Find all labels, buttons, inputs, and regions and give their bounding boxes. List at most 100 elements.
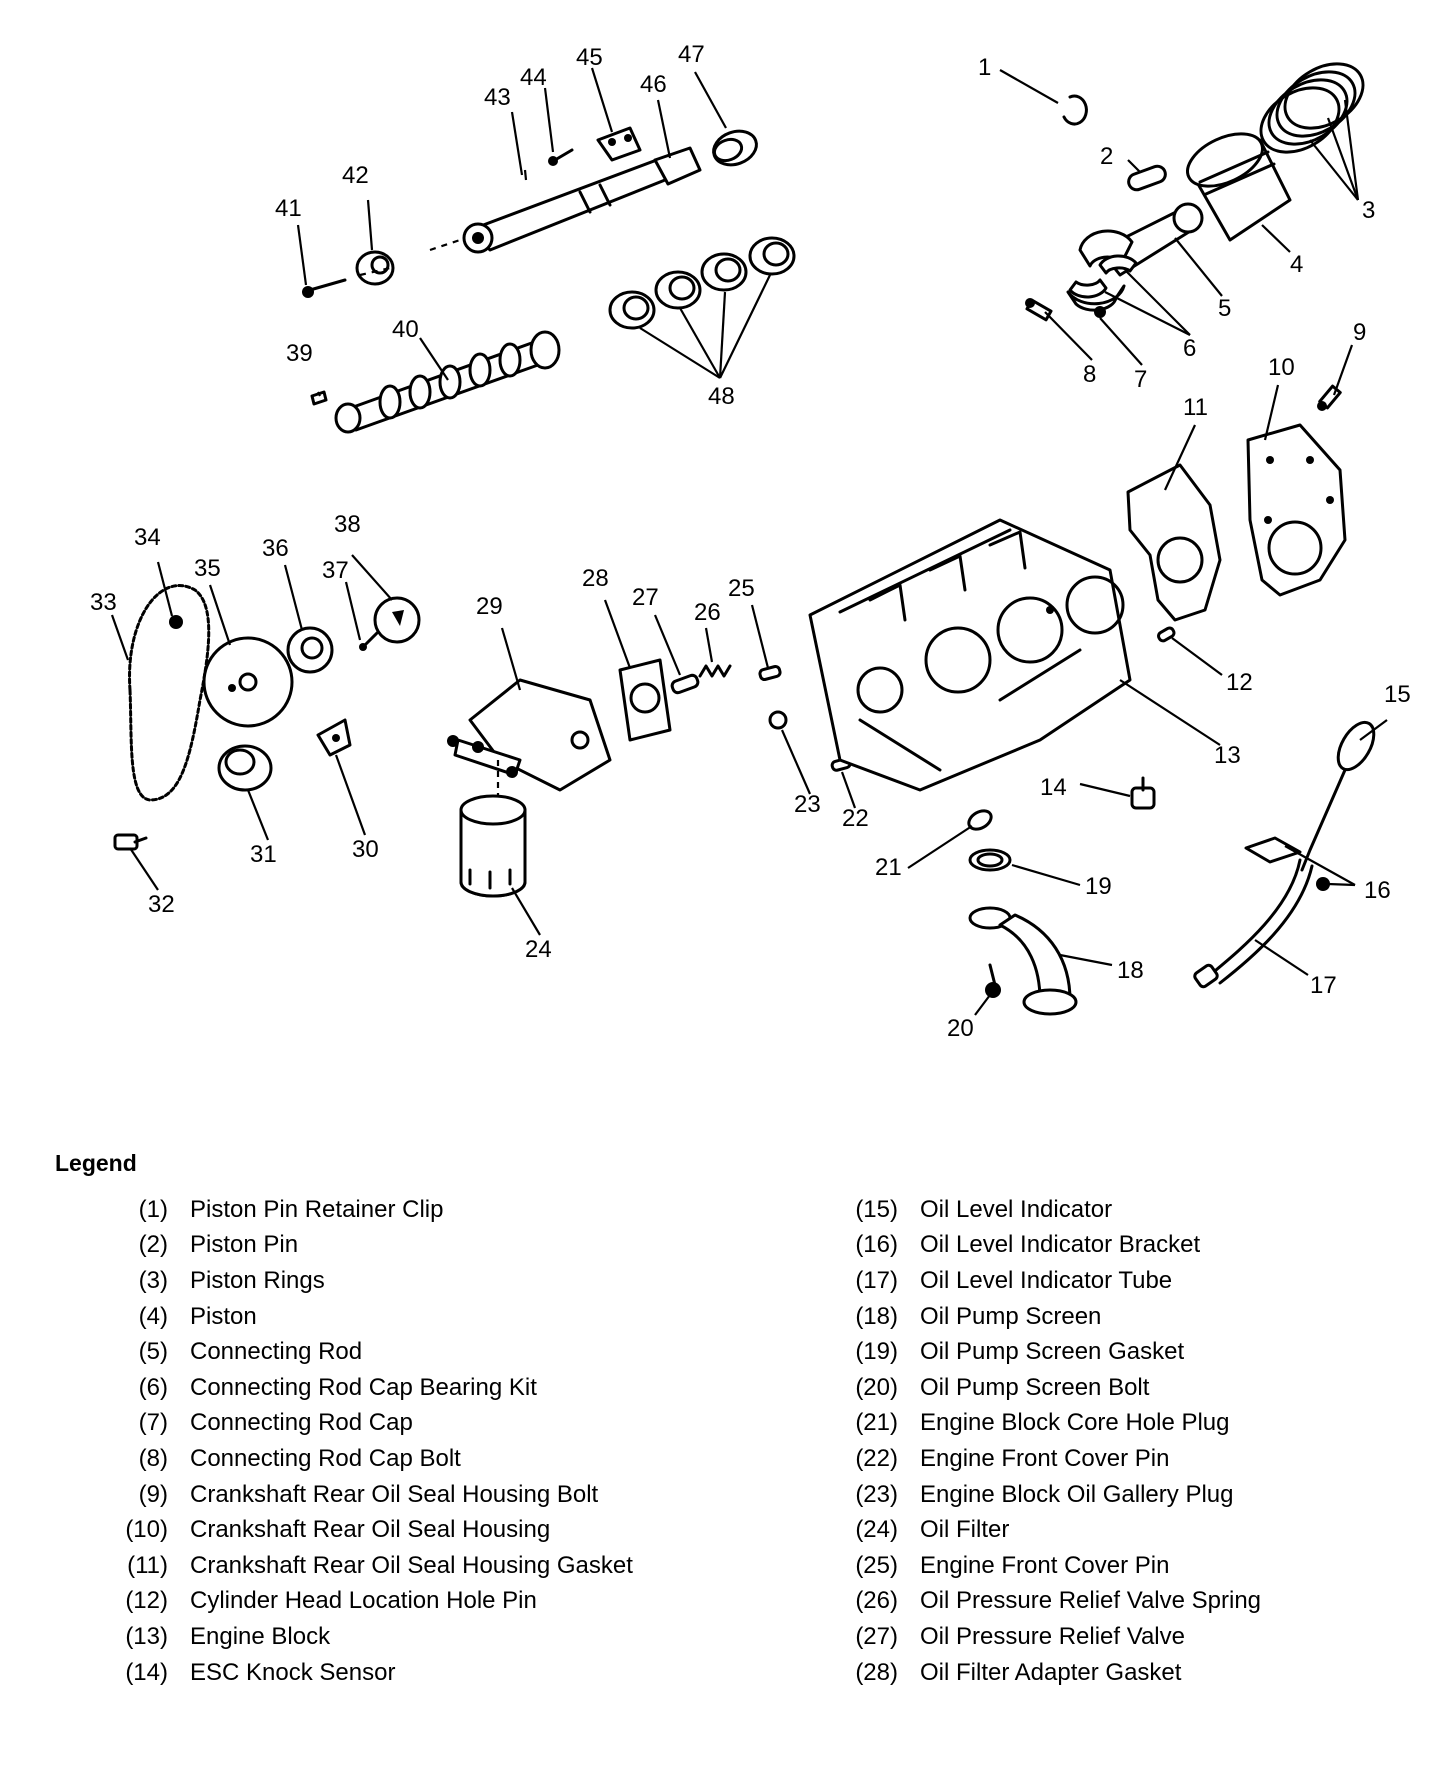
legend-item-name: Crankshaft Rear Oil Seal Housing Bolt xyxy=(190,1480,599,1508)
legend-item: (27)Oil Pressure Relief Valve xyxy=(820,1619,1440,1655)
legend-item-number: (4) xyxy=(138,1302,168,1330)
part-oil-filter xyxy=(459,794,527,898)
legend-item-name: Oil Pressure Relief Valve xyxy=(920,1622,1185,1650)
part-oil-level-indicator-tube xyxy=(1193,858,1314,989)
callout-24: 24 xyxy=(525,936,552,963)
callout-30: 30 xyxy=(352,836,379,863)
part-crankshaft-rear-oil-seal-housing xyxy=(1246,423,1347,597)
part-oil-filter-adapter xyxy=(447,678,612,792)
part-balance-shaft xyxy=(462,146,702,254)
part-balance-shaft-gear xyxy=(355,250,395,286)
part-timing-chain xyxy=(128,584,211,802)
legend-item: (1)Piston Pin Retainer Clip xyxy=(90,1192,730,1228)
legend-item: (8)Connecting Rod Cap Bolt xyxy=(90,1441,730,1477)
part-oil-pump-screen-bolt xyxy=(985,963,1001,998)
legend-item-name: Engine Front Cover Pin xyxy=(920,1551,1170,1579)
callout-4: 4 xyxy=(1290,251,1303,278)
callout-10: 10 xyxy=(1268,354,1295,381)
legend-item-number: (15) xyxy=(855,1195,898,1223)
callout-2: 2 xyxy=(1100,143,1113,170)
callout-12: 12 xyxy=(1226,669,1253,696)
legend-item-name: Oil Level Indicator Tube xyxy=(920,1266,1173,1294)
legend-item: (21)Engine Block Core Hole Plug xyxy=(820,1406,1440,1442)
part-crankshaft-rear-oil-seal-housing-gasket xyxy=(1126,463,1222,622)
part-engine-block xyxy=(808,518,1132,792)
part-oil-pump-screen xyxy=(968,906,1078,1016)
part-oil-pump-screen-gasket xyxy=(968,848,1012,872)
legend-item-number: (21) xyxy=(855,1409,898,1437)
callout-44: 44 xyxy=(520,64,547,91)
legend-item-name: Crankshaft Rear Oil Seal Housing Gasket xyxy=(190,1551,633,1579)
callout-9: 9 xyxy=(1353,319,1366,346)
part-crankshaft-sprocket-bolt xyxy=(113,833,148,851)
part-camshaft-bearings xyxy=(608,236,796,330)
part-timing-chain-tensioner xyxy=(316,718,352,757)
part-balance-shaft-retainer-bolt xyxy=(548,148,574,166)
callout-46: 46 xyxy=(640,71,667,98)
callout-26: 26 xyxy=(694,599,721,626)
legend-item-name: Engine Block xyxy=(190,1622,331,1650)
legend-item-name: Oil Pressure Relief Valve Spring xyxy=(920,1587,1262,1615)
part-piston xyxy=(1186,132,1292,242)
legend-item: (13) Engine Block xyxy=(90,1619,730,1655)
part-camshaft-key xyxy=(310,390,328,406)
legend-item: (26)Oil Pressure Relief Valve Spring xyxy=(820,1584,1440,1620)
callout-13: 13 xyxy=(1214,742,1241,769)
part-engine-block-core-hole-plug xyxy=(967,809,993,831)
legend-item: (6)Connecting Rod Cap Bearing Kit xyxy=(90,1370,730,1406)
part-camshaft-sprocket-bolt xyxy=(169,615,183,629)
callout-34: 34 xyxy=(134,524,161,551)
part-piston-pin xyxy=(1127,164,1167,192)
part-connecting-rod-cap-bolt xyxy=(1025,298,1053,322)
callout-21: 21 xyxy=(875,854,902,881)
legend-item-number: (8) xyxy=(138,1444,168,1472)
part-oil-level-indicator-bracket xyxy=(1244,836,1330,891)
part-camshaft-bearing-front xyxy=(712,129,758,167)
legend-item-number: (10) xyxy=(125,1516,168,1544)
legend-item: (10) Crankshaft Rear Oil Seal Housing xyxy=(90,1512,730,1548)
part-balance-shaft-gear-bolt xyxy=(302,278,347,298)
legend-item-number: (5) xyxy=(138,1338,168,1366)
callout-19: 19 xyxy=(1085,873,1112,900)
legend-item-name: Piston Pin xyxy=(190,1231,299,1259)
legend-item: (24)Oil Filter xyxy=(820,1512,1440,1548)
legend-item: (4)Piston xyxy=(90,1299,730,1335)
part-camshaft-sprocket xyxy=(202,636,294,728)
part-oil-filter-adapter-gasket xyxy=(618,658,672,742)
legend-item-number: (18) xyxy=(855,1302,898,1330)
legend-item-number: (28) xyxy=(855,1658,898,1686)
callout-6: 6 xyxy=(1183,335,1196,362)
legend-title: Legend xyxy=(55,1150,137,1176)
callout-8: 8 xyxy=(1083,361,1096,388)
legend-item-number: (13) xyxy=(125,1622,168,1650)
callout-32: 32 xyxy=(148,891,175,918)
callout-47: 47 xyxy=(678,41,705,68)
callout-22: 22 xyxy=(842,805,869,832)
callout-16: 16 xyxy=(1364,877,1391,904)
legend-item-number: (14) xyxy=(125,1658,168,1686)
legend-right-column: (15)Oil Level Indicator(16)Oil Level Ind… xyxy=(820,1192,1440,1690)
part-piston-pin-retainer-clip xyxy=(1062,94,1088,126)
part-oil-pressure-relief-valve xyxy=(670,673,700,695)
legend-item: (5)Connecting Rod xyxy=(90,1334,730,1370)
part-cylinder-head-location-hole-pin xyxy=(1157,626,1176,643)
legend-item-number: (22) xyxy=(855,1444,898,1472)
part-piston-rings xyxy=(1259,62,1365,154)
legend-item-name: Crankshaft Rear Oil Seal Housing xyxy=(190,1516,551,1544)
callout-35: 35 xyxy=(194,555,221,582)
legend-item-name: Oil Filter xyxy=(920,1516,1010,1544)
callout-1: 1 xyxy=(978,54,991,81)
legend-item: (18)Oil Pump Screen xyxy=(820,1299,1440,1335)
part-esc-knock-sensor xyxy=(1130,776,1156,810)
legend-item-number: (17) xyxy=(855,1266,898,1294)
part-engine-block-oil-gallery-plug xyxy=(768,710,788,730)
legend-item: (25)Engine Front Cover Pin xyxy=(820,1548,1440,1584)
callout-41: 41 xyxy=(275,195,302,222)
legend-item-number: (7) xyxy=(138,1409,168,1437)
legend: Legend (1)Piston Pin Retainer Clip(2)Pis… xyxy=(0,1150,1456,1750)
legend-item-name: Oil Pump Screen Bolt xyxy=(920,1373,1150,1401)
callout-25: 25 xyxy=(728,575,755,602)
callout-38: 38 xyxy=(334,511,361,538)
legend-item-name: Oil Filter Adapter Gasket xyxy=(920,1658,1182,1686)
legend-item: (28) Oil Filter Adapter Gasket xyxy=(820,1655,1440,1691)
